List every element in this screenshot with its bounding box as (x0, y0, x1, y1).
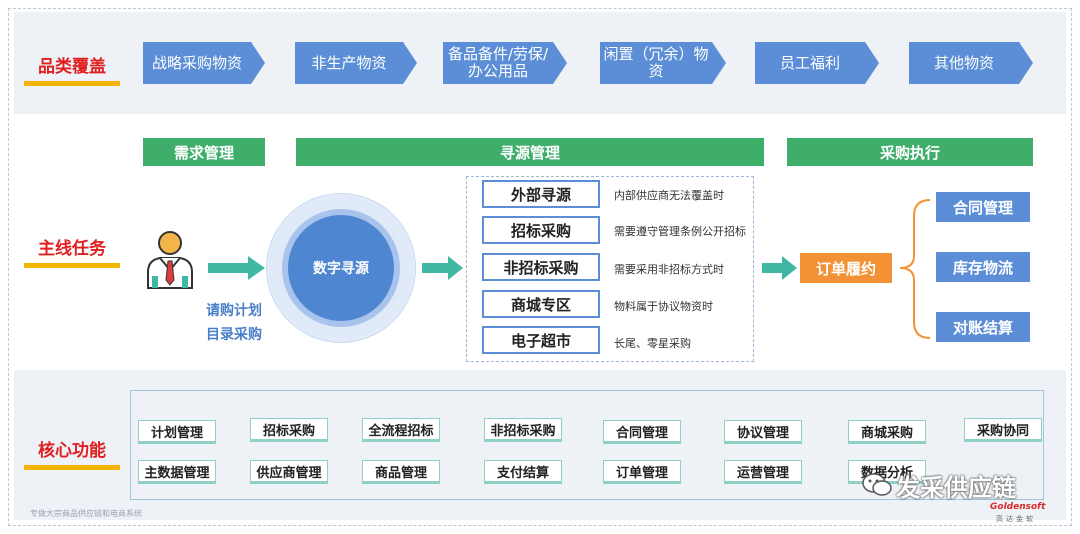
sourcing-desc: 长尾、零星采购 (614, 337, 691, 350)
function-item: 合同管理 (603, 420, 681, 444)
person-icon (147, 231, 193, 289)
row-label-underline (24, 263, 120, 268)
sourcing-desc: 物料属于协议物资时 (614, 300, 713, 313)
function-item: 招标采购 (250, 418, 328, 442)
row-label-underline (24, 81, 120, 86)
function-item: 非招标采购 (484, 418, 562, 442)
arrow-right-icon (762, 256, 797, 280)
category-chevron: 战略采购物资 (143, 42, 265, 84)
arrow-right-icon (208, 256, 265, 280)
watermark-text: 发采供应链 (896, 474, 1016, 502)
digital-sourcing-circle: 数字寻源 (282, 209, 400, 327)
sourcing-item: 招标采购 (482, 216, 600, 244)
function-item: 采购协同 (964, 418, 1042, 442)
row-label-core-text: 核心功能 (38, 441, 106, 461)
function-item: 支付结算 (484, 460, 562, 484)
sourcing-options-box (466, 176, 754, 362)
category-chevron: 非生产物资 (295, 42, 417, 84)
execution-item: 合同管理 (936, 192, 1030, 222)
category-chevron: 其他物资 (909, 42, 1033, 84)
function-item: 供应商管理 (250, 460, 328, 484)
wechat-icon (862, 473, 892, 496)
row-label-underline (24, 465, 120, 470)
brand-logo: Goldensoft (990, 502, 1046, 512)
function-item: 主数据管理 (138, 460, 216, 484)
outer-frame (8, 8, 1072, 526)
row-label-core: 核心功能 (22, 436, 122, 470)
header-demand: 需求管理 (143, 138, 265, 166)
row-label-main-task-text: 主线任务 (38, 239, 106, 259)
sourcing-item: 外部寻源 (482, 180, 600, 208)
function-item: 商城采购 (848, 420, 926, 444)
row-label-category: 品类覆盖 (22, 52, 122, 86)
function-item: 计划管理 (138, 420, 216, 444)
arrow-right-icon (422, 256, 463, 280)
row-label-main-task: 主线任务 (22, 234, 122, 268)
demand-text-catalog: 目录采购 (206, 327, 262, 343)
category-chevron: 员工福利 (755, 42, 879, 84)
order-fulfillment-box: 订单履约 (800, 253, 892, 283)
footer-text: 专做大宗商品供应链和电商系统 (30, 509, 142, 518)
brand-subtitle: 高达金软 (996, 515, 1036, 523)
function-item: 全流程招标 (362, 418, 440, 442)
function-item: 协议管理 (724, 420, 802, 444)
sourcing-desc: 需要遵守管理条例公开招标 (614, 225, 746, 238)
sourcing-item: 商城专区 (482, 290, 600, 318)
category-chevron: 备品备件/劳保/办公用品 (443, 42, 567, 84)
execution-item: 对账结算 (936, 312, 1030, 342)
row-label-category-text: 品类覆盖 (38, 57, 106, 77)
function-item: 运营管理 (724, 460, 802, 484)
bracket-connector (899, 199, 931, 339)
function-item: 商品管理 (362, 460, 440, 484)
header-execution: 采购执行 (787, 138, 1033, 166)
execution-item: 库存物流 (936, 252, 1030, 282)
category-chevron: 闲置（冗余）物资 (600, 42, 726, 84)
header-sourcing: 寻源管理 (296, 138, 764, 166)
demand-text-plan: 请购计划 (206, 303, 262, 319)
sourcing-desc: 内部供应商无法覆盖时 (614, 189, 724, 202)
function-item: 订单管理 (603, 460, 681, 484)
sourcing-item: 电子超市 (482, 326, 600, 354)
sourcing-desc: 需要采用非招标方式时 (614, 263, 724, 276)
sourcing-item: 非招标采购 (482, 253, 600, 281)
